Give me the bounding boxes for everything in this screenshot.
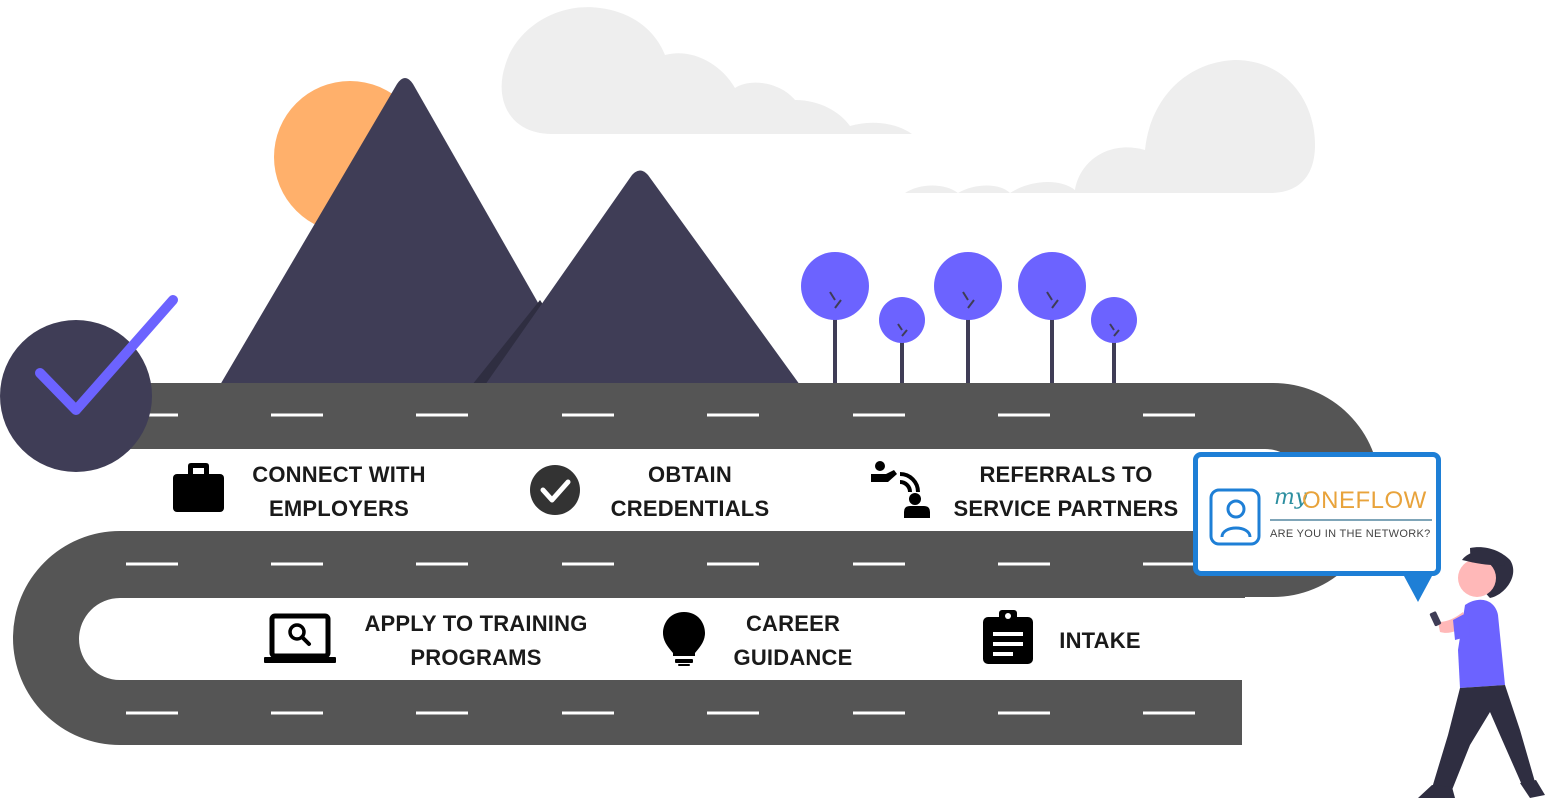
speech-bubble-tail [1404, 576, 1432, 602]
step-label-line: CAREER [745, 611, 841, 636]
cloud-left [501, 7, 912, 134]
laptop-search-icon [264, 613, 336, 663]
winding-road [13, 383, 1380, 745]
trees [801, 252, 1137, 385]
step-obtain-credentials: OBTAIN CREDENTIALS [590, 458, 790, 526]
tree [879, 297, 925, 385]
step-intake: INTAKE [1045, 624, 1155, 658]
person-with-phone [1418, 547, 1545, 798]
step-label-line: OBTAIN [648, 462, 732, 487]
logo-divider [1270, 519, 1432, 521]
step-label-line: EMPLOYERS [269, 496, 409, 521]
logo-speech-bubble: my ONEFLOW ARE YOU IN THE NETWORK? [1193, 452, 1441, 576]
logo-brand-name: ONEFLOW [1302, 487, 1427, 514]
step-label-line: CREDENTIALS [610, 496, 770, 521]
road-top [75, 383, 1380, 597]
step-connect-with-employers: CONNECT WITH EMPLOYERS [236, 458, 442, 526]
step-label-line: APPLY TO TRAINING [364, 611, 588, 636]
lightbulb-icon [663, 612, 705, 666]
step-referrals-to-service-partners: REFERRALS TO SERVICE PARTNERS [940, 458, 1192, 526]
lane-dashes [126, 413, 1195, 715]
step-career-guidance: CAREER GUIDANCE [715, 607, 871, 675]
tree [801, 252, 869, 385]
mountains [220, 78, 800, 385]
step-label-line: PROGRAMS [410, 645, 542, 670]
mountain-large [220, 78, 585, 385]
logo-prefix: my [1274, 485, 1308, 510]
tree [1091, 297, 1137, 385]
logo-tagline: ARE YOU IN THE NETWORK? [1270, 528, 1431, 540]
step-label-line: INTAKE [1059, 628, 1141, 653]
check-circle-icon [530, 465, 580, 515]
step-label-line: CONNECT WITH [252, 462, 426, 487]
step-label-line: REFERRALS TO [979, 462, 1153, 487]
clipboard-icon [983, 610, 1033, 664]
step-label-line: GUIDANCE [733, 645, 853, 670]
profile-icon [1209, 488, 1261, 546]
step-label-line: SERVICE PARTNERS [953, 496, 1179, 521]
clouds [501, 7, 1315, 193]
tree [934, 252, 1002, 385]
tree [1018, 252, 1086, 385]
road-middle [13, 531, 1245, 745]
handshake-referral-icon [871, 461, 930, 518]
completion-check-icon [0, 295, 178, 472]
mountain-small [485, 170, 800, 385]
cloud-right [905, 60, 1315, 193]
briefcase-icon [173, 463, 224, 512]
step-apply-to-training-programs: APPLY TO TRAINING PROGRAMS [345, 607, 607, 675]
